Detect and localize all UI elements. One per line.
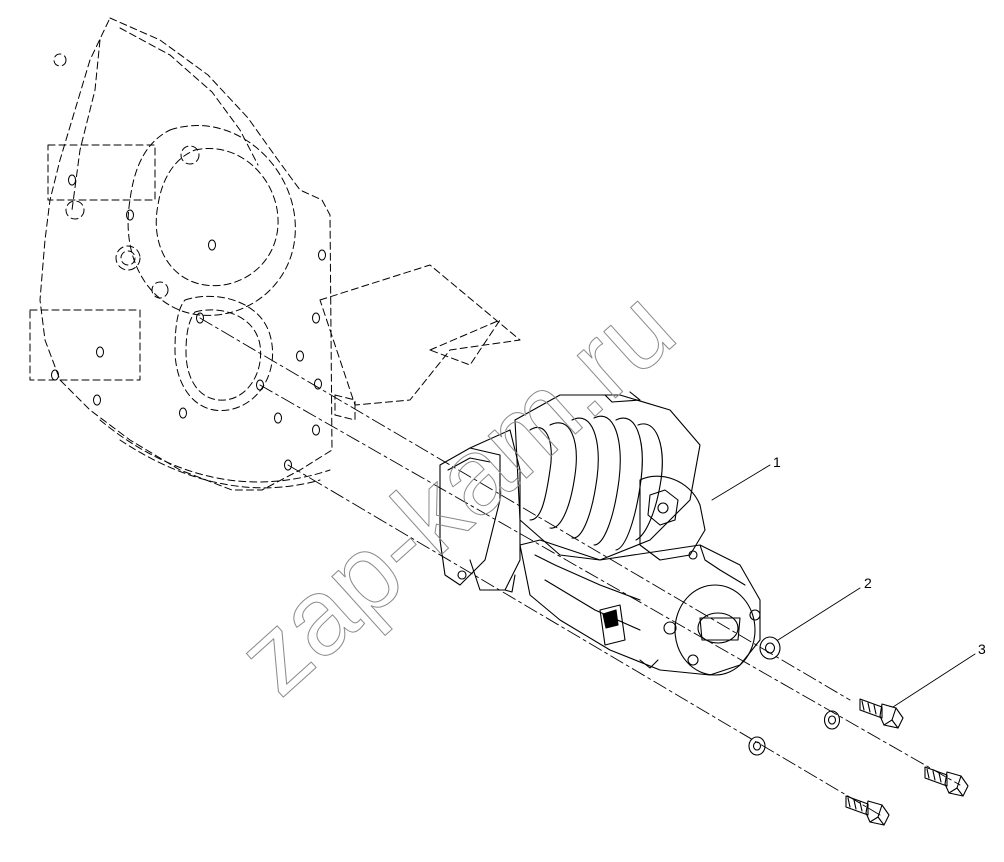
flywheel-housing bbox=[29, 17, 521, 491]
washers bbox=[748, 636, 841, 756]
bolt-middle bbox=[924, 766, 969, 797]
bolts bbox=[845, 698, 969, 826]
watermark: zap-kam.ru bbox=[214, 265, 697, 717]
bolt-lower bbox=[845, 795, 890, 826]
leader-lines bbox=[711, 464, 976, 708]
assembly-axis-lines bbox=[199, 317, 961, 816]
callout-number-2: 2 bbox=[864, 575, 872, 591]
callout-number-3: 3 bbox=[978, 641, 986, 657]
callout-number-1: 1 bbox=[773, 454, 781, 470]
housing-bolt-holes bbox=[51, 174, 326, 471]
watermark-text: zap-kam.ru bbox=[214, 266, 696, 717]
bolt-upper bbox=[859, 698, 904, 729]
starter-motor bbox=[439, 391, 761, 676]
